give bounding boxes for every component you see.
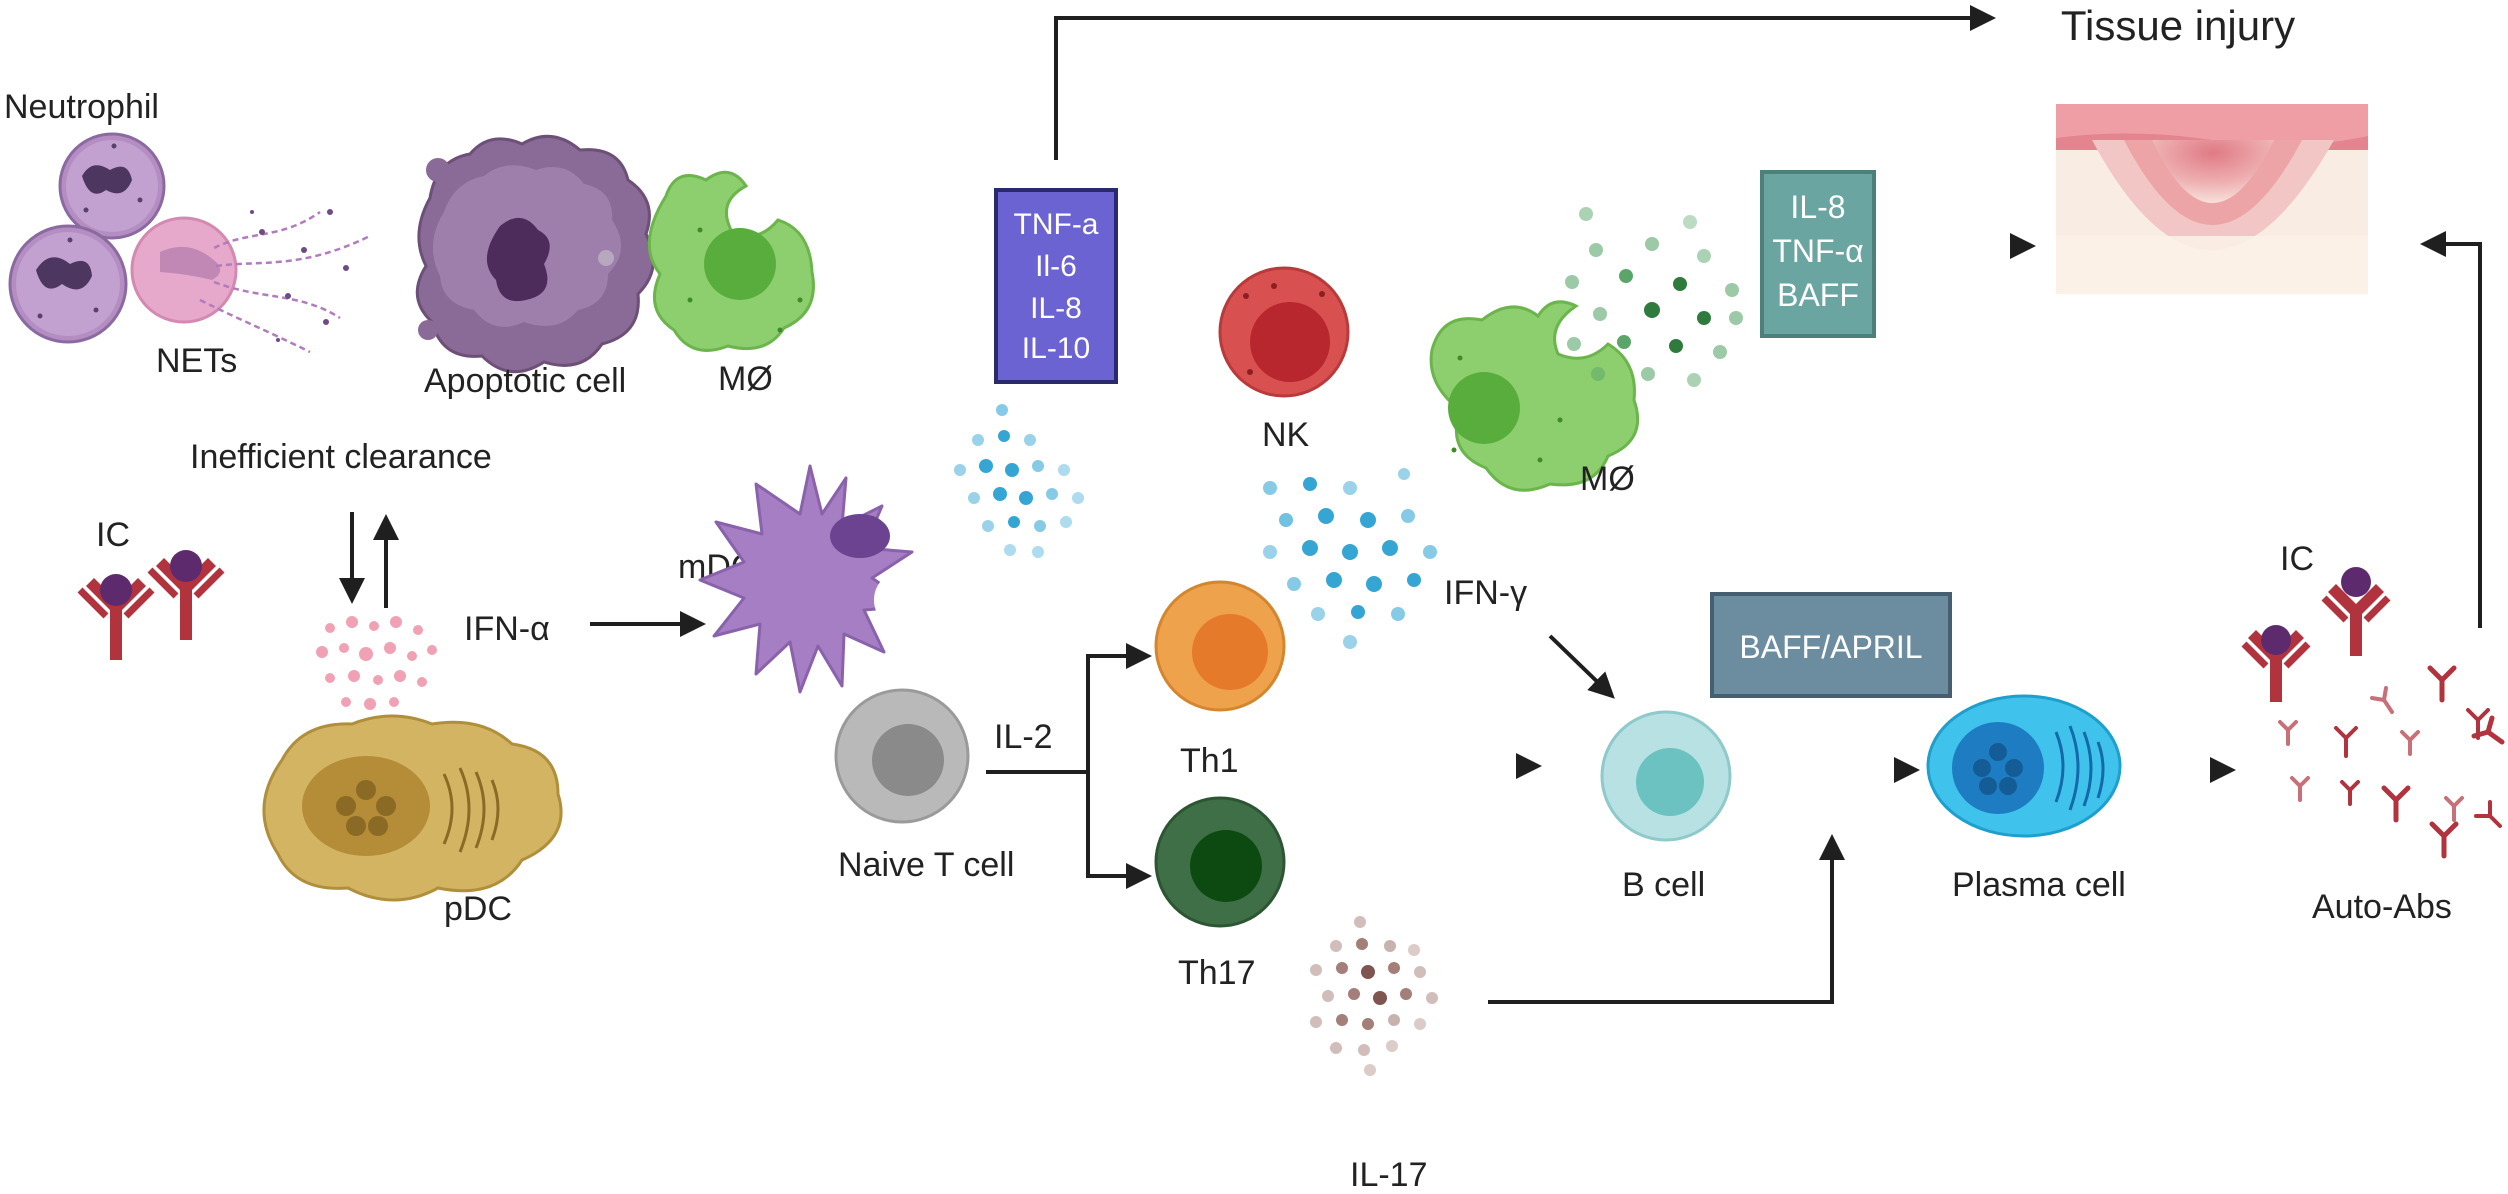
cytokine-mac-line-2: TNF-α	[1772, 233, 1863, 269]
t-cell-icon	[1154, 796, 1286, 928]
neutrophil-label: Neutrophil	[4, 88, 159, 126]
cytokine-dc-line-3: IL-8	[1030, 292, 1082, 325]
dendritic-cell-icon	[698, 464, 918, 694]
naive-t-cell-label: Naive T cell	[838, 846, 1014, 884]
cytokine-mac-line-1: IL-8	[1790, 189, 1845, 225]
macrophage-mid-label: MØ	[1580, 460, 1635, 498]
auto-abs-label: Auto-Abs	[2312, 888, 2452, 926]
ic-left-label: IC	[96, 516, 130, 554]
ifn-gamma-label: IFN-γ	[1444, 574, 1527, 612]
cytokine-box-dc: TNF-a Il-6 IL-8 IL-10	[994, 188, 1118, 384]
th17-label: Th17	[1178, 954, 1256, 992]
il17-label: IL-17	[1350, 1156, 1428, 1194]
net-icon	[130, 209, 371, 354]
nk-cell-icon	[1218, 266, 1350, 398]
cytokine-dc-line-2: Il-6	[1035, 250, 1077, 283]
b-cell-label: B cell	[1622, 866, 1705, 904]
plasmacytoid-dc-icon	[262, 714, 563, 902]
macrophage-icon	[1429, 300, 1640, 492]
apoptotic-cell-label: Apoptotic cell	[424, 362, 626, 400]
cytokine-box-macrophage: IL-8 TNF-α BAFF	[1760, 170, 1876, 338]
connectors	[339, 5, 2482, 1004]
cytokine-dots-icon	[1565, 207, 1743, 387]
skin-tissue-icon	[2056, 104, 2368, 294]
cytokine-dots-icon	[1310, 916, 1438, 1076]
nets-label: NETs	[156, 342, 237, 380]
apoptotic-cell-icon	[415, 134, 655, 374]
antibody-icon	[2241, 567, 2391, 702]
macrophage-top-label: MØ	[718, 360, 773, 398]
arrow-il2-to-th17	[1086, 772, 1152, 889]
macrophage-icon	[647, 170, 815, 352]
ic-right-label: IC	[2280, 540, 2314, 578]
cytokine-dots-icon	[954, 404, 1084, 558]
il2-label: IL-2	[994, 718, 1053, 756]
cytokine-dots-icon	[316, 616, 437, 731]
antibody-icon	[77, 550, 225, 660]
baff-april-box: BAFF/APRIL	[1710, 592, 1952, 698]
t-cell-icon	[1154, 580, 1286, 712]
baff-april-text: BAFF/APRIL	[1739, 629, 1922, 665]
plasma-cell-icon	[1926, 694, 2122, 838]
nk-label: NK	[1262, 416, 1310, 454]
plasma-cell-label: Plasma cell	[1952, 866, 2126, 904]
th1-label: Th1	[1180, 742, 1239, 780]
arrow-autoabs-to-tissue	[2420, 231, 2482, 628]
cytokine-dc-line-4: IL-10	[1022, 332, 1090, 365]
cytokine-dc-line-1: TNF-a	[1014, 208, 1099, 241]
arrow-cytokines-to-tissue	[1054, 5, 1996, 160]
arrow-il2-branch	[986, 643, 1152, 774]
cytokine-mac-line-3: BAFF	[1777, 277, 1859, 313]
t-cell-icon	[834, 688, 970, 824]
arrow-il17-to-plasma	[1488, 834, 1845, 1004]
page-title: Tissue injury	[2061, 2, 2295, 49]
neutrophil-icon	[8, 132, 166, 344]
arrow-ifn-gamma-to-bcell	[1548, 634, 1615, 699]
ifn-alpha-label: IFN-α	[464, 610, 550, 648]
cytokine-dots-icon	[1263, 468, 1437, 649]
auto-antibodies-cluster	[2278, 665, 2505, 859]
inefficient-clearance-label: Inefficient clearance	[190, 438, 492, 476]
pdc-label: pDC	[444, 890, 512, 928]
b-cell-icon	[1600, 710, 1732, 842]
